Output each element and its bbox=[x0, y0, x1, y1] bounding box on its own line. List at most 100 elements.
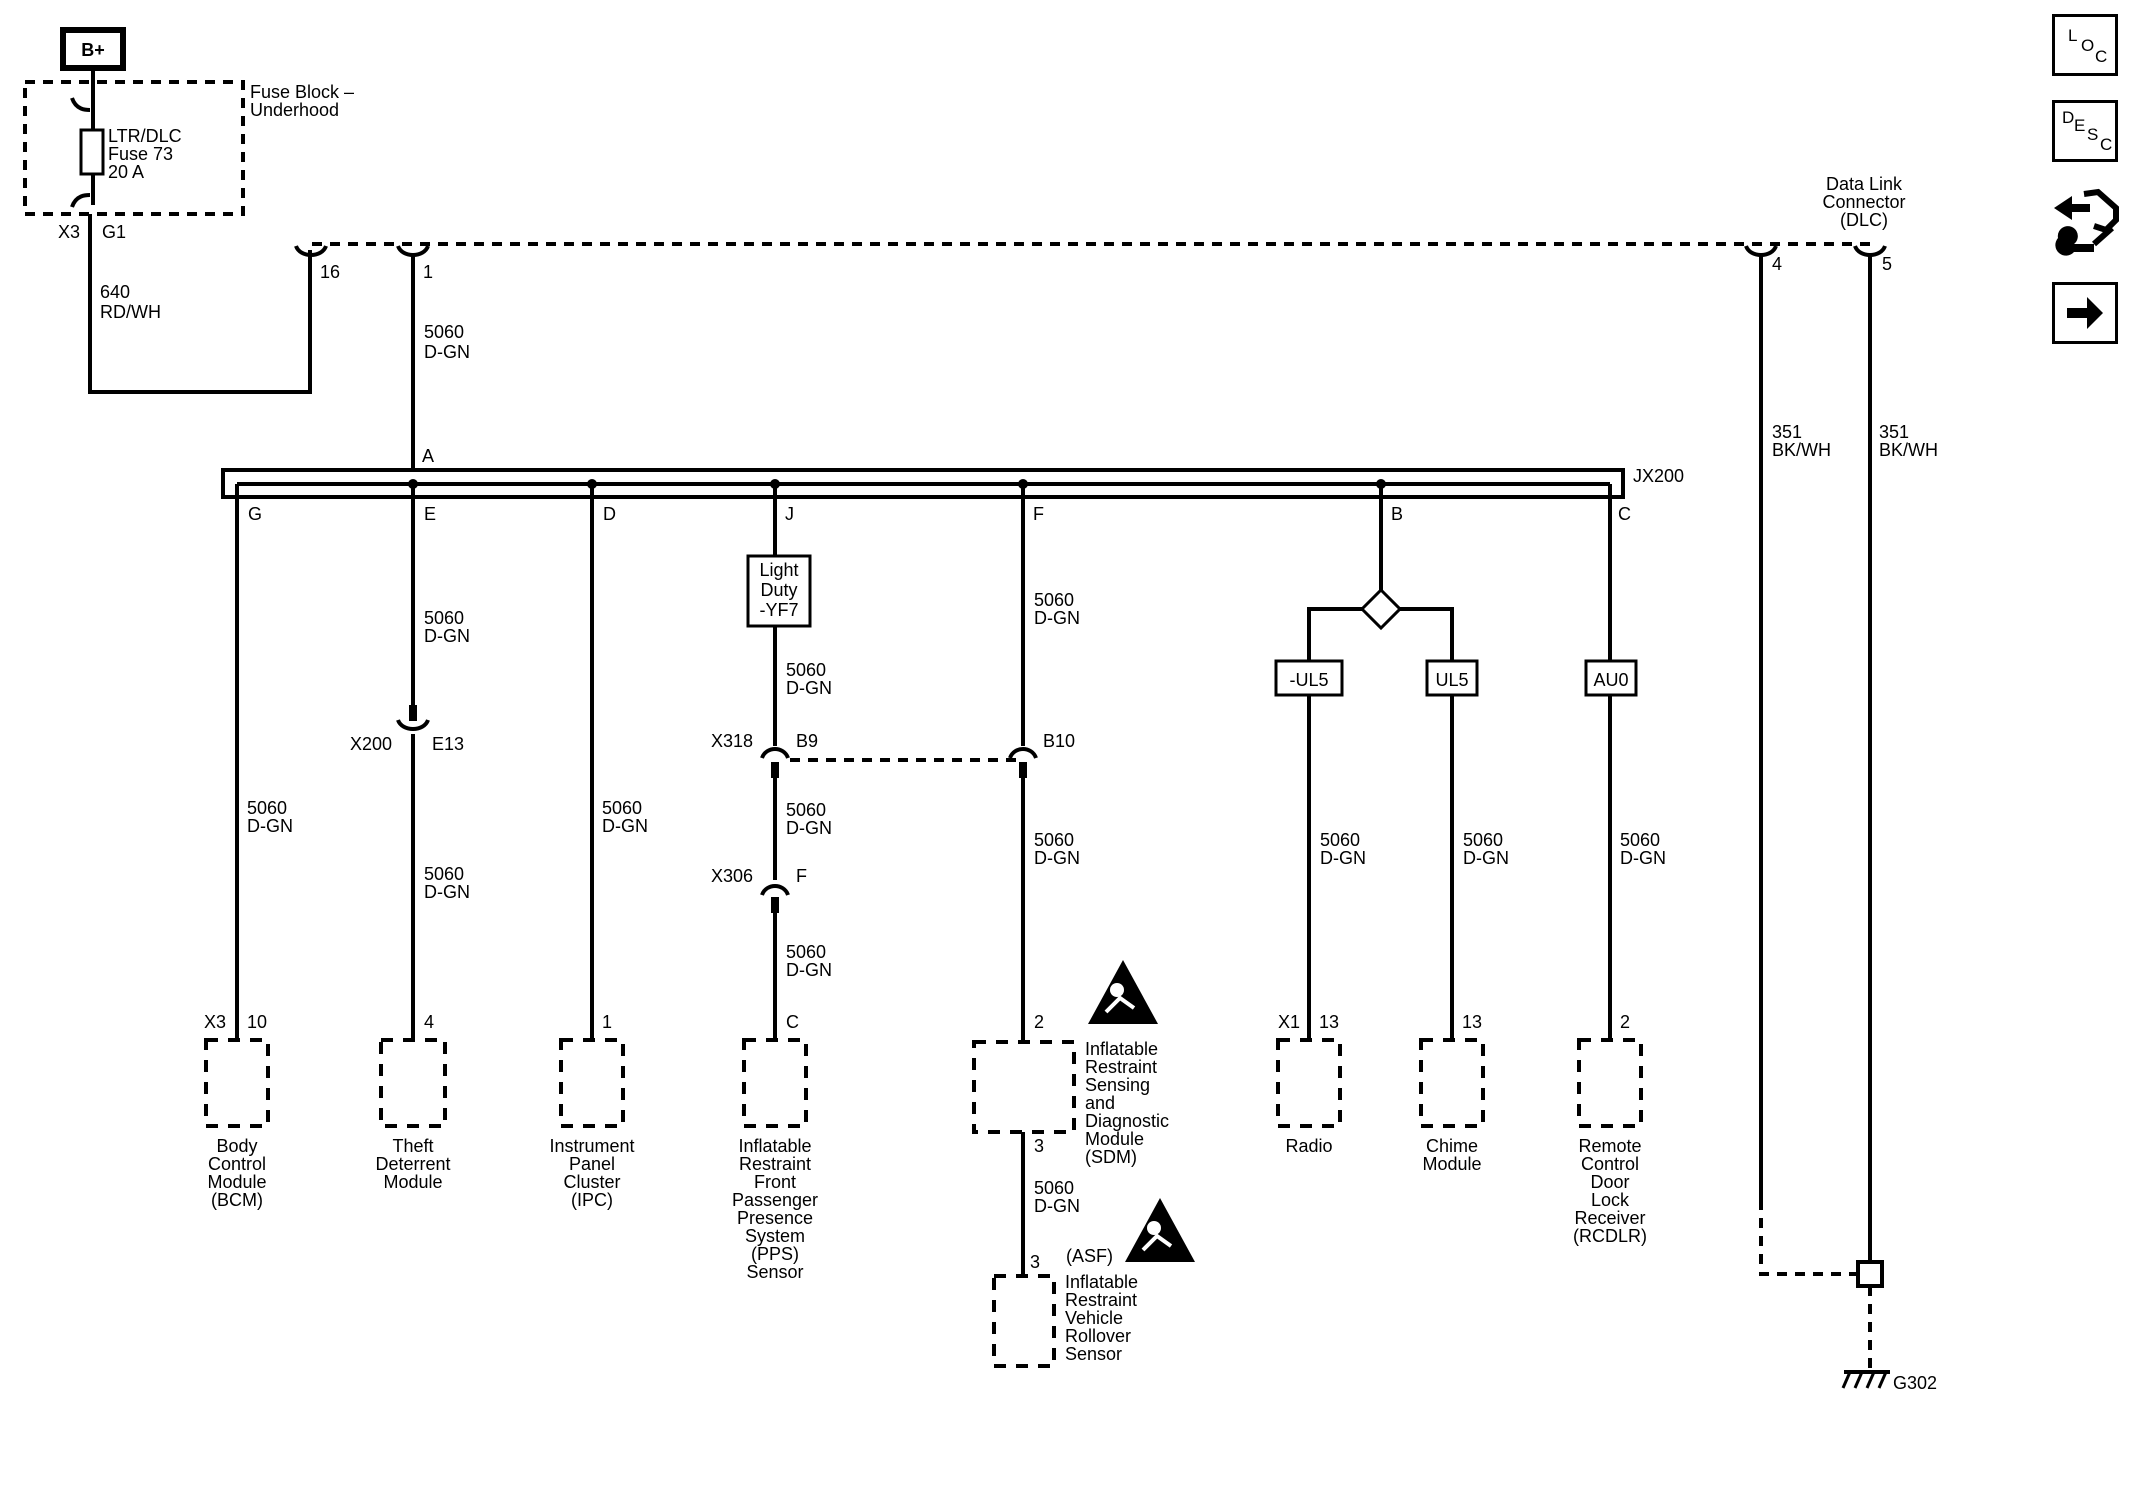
rollover-wire-color: D-GN bbox=[1034, 1196, 1080, 1216]
gnd-wire2-number: 351 bbox=[1879, 422, 1909, 442]
bcm-wire-number: 5060 bbox=[247, 798, 287, 818]
battery-label: B+ bbox=[81, 40, 105, 60]
pps-pin: C bbox=[786, 1012, 799, 1032]
fuse-pin: G1 bbox=[102, 222, 126, 242]
sdm-label-4: and bbox=[1085, 1093, 1115, 1113]
pps-label-2: Restraint bbox=[739, 1154, 811, 1174]
sdm-label-3: Sensing bbox=[1085, 1075, 1150, 1095]
next-page-button[interactable] bbox=[2052, 282, 2118, 344]
fuse-block-title2: Underhood bbox=[250, 100, 339, 120]
x200-connector-id: X200 bbox=[350, 734, 392, 754]
rcdlr-wire-color: D-GN bbox=[1620, 848, 1666, 868]
trunk-wire-color: D-GN bbox=[424, 342, 470, 362]
arrow-right-icon bbox=[2067, 297, 2103, 329]
rollover-label-4: Rollover bbox=[1065, 1326, 1131, 1346]
x318-connector-b bbox=[1008, 747, 1038, 759]
rollover-label-3: Vehicle bbox=[1065, 1308, 1123, 1328]
ground-label: G302 bbox=[1893, 1373, 1937, 1393]
rcdlr-label-2: Control bbox=[1581, 1154, 1639, 1174]
fuse-block-title: Fuse Block – bbox=[250, 82, 354, 102]
ground-link-dashed bbox=[1759, 1200, 1857, 1276]
sdm-wire2-color: D-GN bbox=[1034, 848, 1080, 868]
pps-label-6: System bbox=[745, 1226, 805, 1246]
theft-label-3: Module bbox=[383, 1172, 442, 1192]
bcm-box bbox=[204, 1038, 270, 1128]
pps-label-1: Inflatable bbox=[738, 1136, 811, 1156]
x318-pin-b10: B10 bbox=[1043, 731, 1075, 751]
sdm-wire1-number: 5060 bbox=[1034, 590, 1074, 610]
pps-wire1-color: D-GN bbox=[786, 678, 832, 698]
ipc-box bbox=[559, 1038, 625, 1128]
splice-name: JX200 bbox=[1633, 466, 1684, 486]
splice-pin-g: G bbox=[248, 504, 262, 524]
sdm-label-7: (SDM) bbox=[1085, 1147, 1137, 1167]
chime-box bbox=[1419, 1038, 1485, 1128]
fuse-block-outline bbox=[23, 80, 245, 216]
splice-pin-f: F bbox=[1033, 504, 1044, 524]
sdm-pin-in: 2 bbox=[1034, 1012, 1044, 1032]
gnd-wire1-number: 351 bbox=[1772, 422, 1802, 442]
theft-label-1: Theft bbox=[392, 1136, 433, 1156]
bcm-connector: X3 bbox=[204, 1012, 226, 1032]
rcdlr-box bbox=[1577, 1038, 1643, 1128]
rollover-label-2: Restraint bbox=[1065, 1290, 1137, 1310]
splice-pin-b: B bbox=[1391, 504, 1403, 524]
gnd-wire1-color: BK/WH bbox=[1772, 440, 1831, 460]
dlc-pin-5: 5 bbox=[1882, 254, 1892, 274]
chime-pin: 13 bbox=[1462, 1012, 1482, 1032]
pps-wire1-number: 5060 bbox=[786, 660, 826, 680]
fuse-symbol bbox=[79, 128, 105, 176]
sdm-label-6: Module bbox=[1085, 1129, 1144, 1149]
ipc-label-2: Panel bbox=[569, 1154, 615, 1174]
ground-junction bbox=[1856, 1260, 1884, 1288]
theft-wire2-number: 5060 bbox=[424, 864, 464, 884]
splice-pin-j: J bbox=[785, 504, 794, 524]
x200-connector bbox=[396, 719, 430, 731]
sdm-label-5: Diagnostic bbox=[1085, 1111, 1169, 1131]
pps-label-5: Presence bbox=[737, 1208, 813, 1228]
ipc-label-1: Instrument bbox=[549, 1136, 634, 1156]
pps-label-7: (PPS) bbox=[751, 1244, 799, 1264]
pps-wire3-number: 5060 bbox=[786, 942, 826, 962]
rollover-wire-number: 5060 bbox=[1034, 1178, 1074, 1198]
sdm-pin-out: 3 bbox=[1034, 1136, 1044, 1156]
chime-wire-color: D-GN bbox=[1463, 848, 1509, 868]
x318-connector-a bbox=[760, 747, 790, 759]
splice-pin-c: C bbox=[1618, 504, 1631, 524]
radio-wire-number: 5060 bbox=[1320, 830, 1360, 850]
option-ul5-box bbox=[1425, 659, 1479, 697]
sdm-label-2: Restraint bbox=[1085, 1057, 1157, 1077]
desc-letter-e: E bbox=[2074, 116, 2086, 135]
option-au0: AU0 bbox=[1593, 670, 1628, 690]
sdm-box bbox=[972, 1040, 1076, 1134]
rollover-option: (ASF) bbox=[1066, 1246, 1113, 1266]
option-light-duty-3: -YF7 bbox=[759, 600, 798, 620]
option-nul5-box bbox=[1274, 659, 1344, 697]
rcdlr-pin: 2 bbox=[1620, 1012, 1630, 1032]
rollover-pin: 3 bbox=[1030, 1252, 1040, 1272]
splice-pin-d: D bbox=[603, 504, 616, 524]
pps-wire2-number: 5060 bbox=[786, 800, 826, 820]
radio-box bbox=[1276, 1038, 1342, 1128]
chime-label-1: Chime bbox=[1426, 1136, 1478, 1156]
theft-wire1-color: D-GN bbox=[424, 626, 470, 646]
theft-pin: 4 bbox=[424, 1012, 434, 1032]
pps-box bbox=[742, 1038, 808, 1128]
location-button[interactable]: L O C bbox=[2052, 14, 2118, 76]
connector-wrench-icon[interactable] bbox=[2050, 186, 2122, 258]
wire-640-number: 640 bbox=[100, 282, 130, 302]
dlc-pin-16: 16 bbox=[320, 262, 340, 282]
sdm-warning-icon bbox=[1088, 960, 1158, 1024]
splice-pin-e: E bbox=[424, 504, 436, 524]
fuse-name: LTR/DLC bbox=[108, 126, 182, 146]
wire-640 bbox=[88, 214, 312, 394]
dlc-pin-4: 4 bbox=[1772, 254, 1782, 274]
rcdlr-label-4: Lock bbox=[1591, 1190, 1630, 1210]
description-button[interactable]: D E S C bbox=[2052, 100, 2118, 162]
x200-pin: E13 bbox=[432, 734, 464, 754]
ipc-label-4: (IPC) bbox=[571, 1190, 613, 1210]
option-light-duty-box bbox=[746, 554, 812, 628]
pps-wire3-color: D-GN bbox=[786, 960, 832, 980]
desc-letter-d: D bbox=[2062, 108, 2075, 127]
